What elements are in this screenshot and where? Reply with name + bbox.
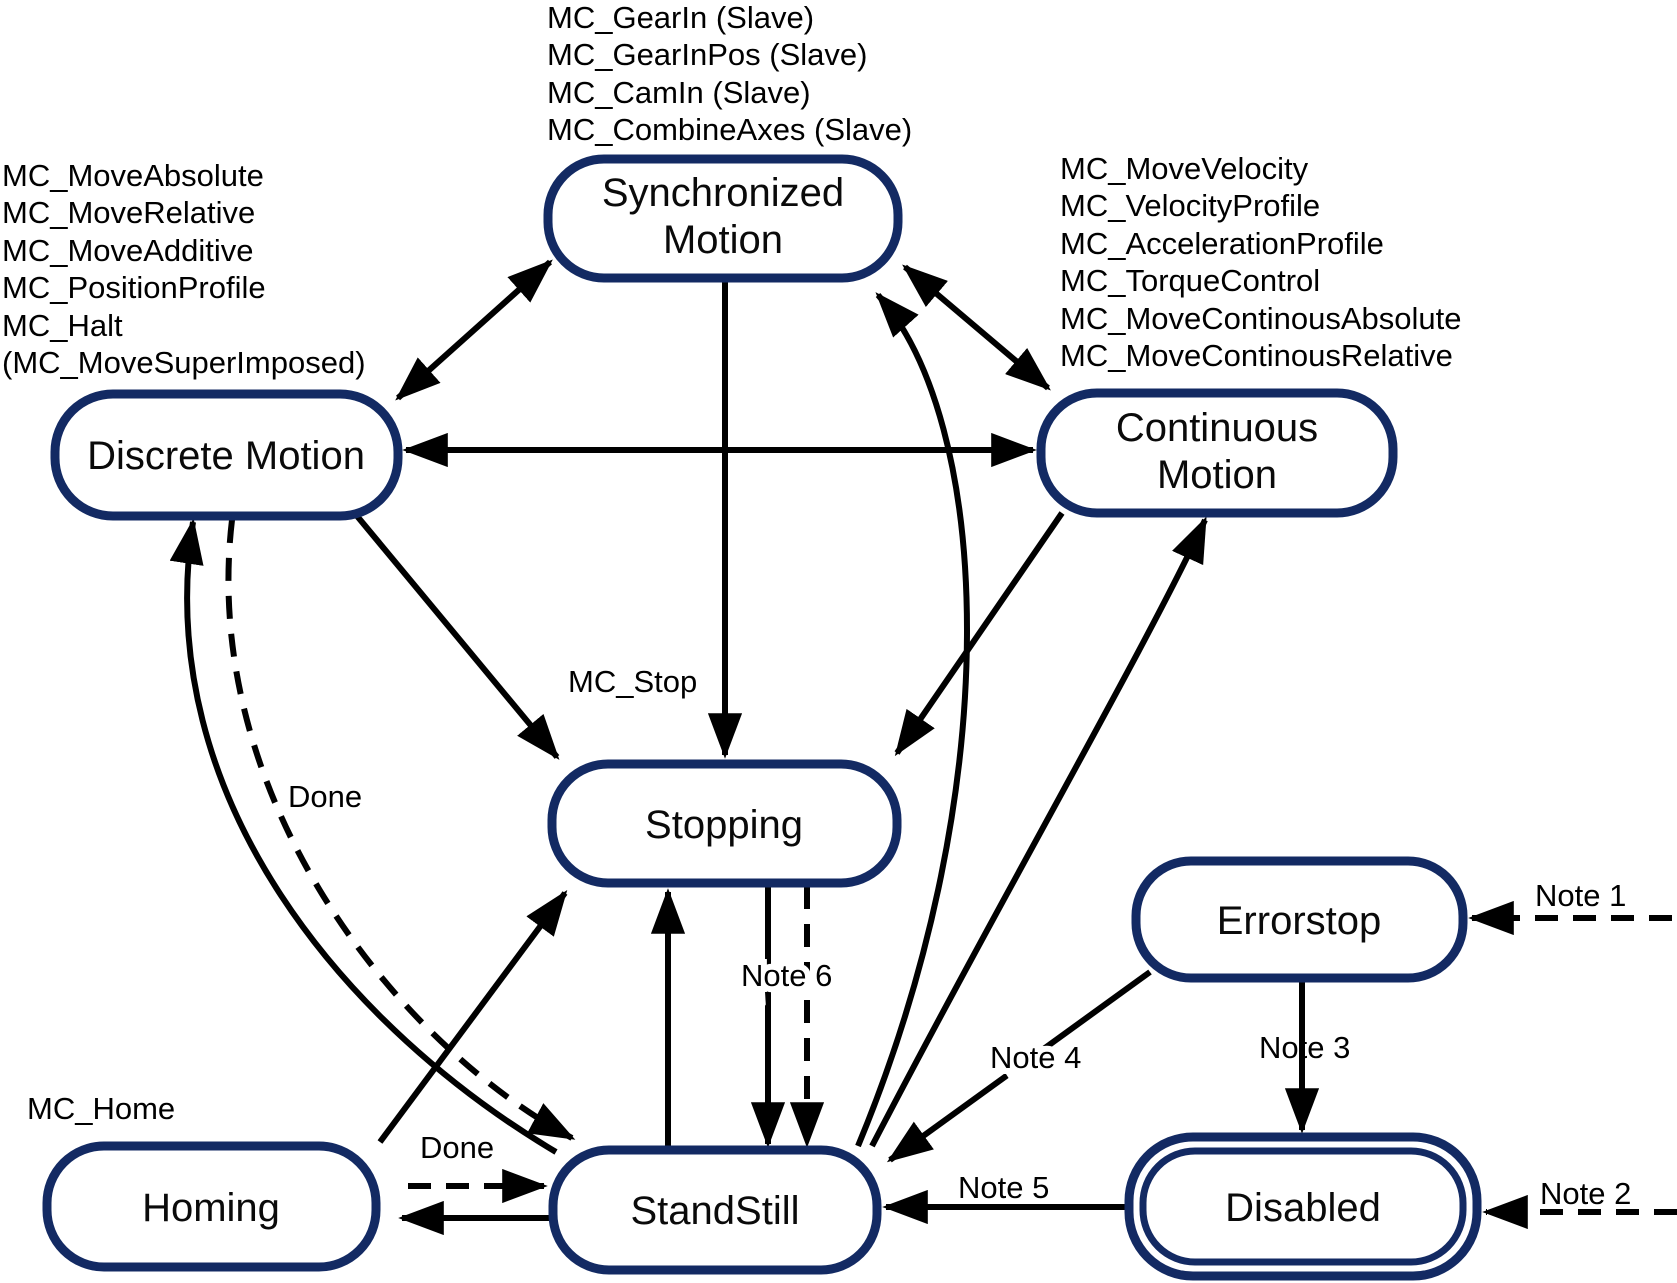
fn-disc-4: MC_Halt [2, 308, 123, 343]
fn-disc-5: (MC_MoveSuperImposed) [2, 345, 366, 380]
fn-disc-1: MC_MoveRelative [2, 195, 255, 230]
state-label-discrete: Discrete Motion [87, 434, 365, 478]
label-done-discrete: Done [288, 779, 362, 814]
state-standstill: StandStill [548, 1145, 882, 1275]
state-box-stopping [547, 759, 902, 888]
fn-sync-2: MC_CamIn (Slave) [547, 75, 811, 110]
state-homing: Homing [42, 1141, 381, 1272]
state-box-standstill [548, 1145, 882, 1275]
fn-cont-5: MC_MoveContinousRelative [1060, 338, 1453, 373]
fn-cont-0: MC_MoveVelocity [1060, 151, 1309, 186]
arrow-standstill-to-synchronized [855, 292, 970, 1148]
label-done-homing: Done [420, 1130, 494, 1165]
label-note-2: Note 2 [1540, 1176, 1631, 1211]
arrow-discrete-to-standstill-done [225, 519, 576, 1141]
state-label-continuous-line1: Continuous [1116, 406, 1318, 450]
state-box-errorstop [1131, 856, 1468, 983]
fn-cont-1: MC_VelocityProfile [1060, 188, 1320, 223]
fn-cont-3: MC_TorqueControl [1060, 263, 1320, 298]
fn-sync-3: MC_CombineAxes (Slave) [547, 112, 912, 147]
state-label-continuous-line2: Motion [1157, 453, 1277, 497]
state-box-discrete [50, 389, 403, 521]
state-box-homing [42, 1141, 381, 1272]
arrow-errorstop-to-standstill [886, 969, 1152, 1163]
transition-arrows [169, 259, 1677, 1236]
state-label-synchronized-line1: Synchronized [602, 171, 844, 215]
fn-disc-3: MC_PositionProfile [2, 270, 266, 305]
arrow-discrete-to-stopping [354, 514, 560, 760]
state-box-continuous [1036, 388, 1398, 518]
function-list-discrete: MC_MoveAbsolute MC_MoveRelative MC_MoveA… [2, 158, 366, 380]
state-label-homing: Homing [142, 1186, 280, 1230]
state-label-standstill: StandStill [631, 1189, 800, 1233]
state-stopping: Stopping [547, 759, 902, 888]
state-synchronized-motion: Synchronized Motion [543, 154, 903, 283]
arrow-discrete-synchronized-bidirectional [395, 259, 553, 401]
state-label-disabled: Disabled [1225, 1186, 1381, 1230]
label-mc-home: MC_Home [27, 1091, 175, 1126]
state-box-synchronized [543, 154, 903, 283]
fn-sync-0: MC_GearIn (Slave) [547, 0, 814, 35]
state-box-disabled-inner [1139, 1147, 1467, 1266]
arrow-homing-to-stopping [377, 889, 568, 1144]
arrow-standstill-to-discrete [169, 518, 558, 1155]
function-list-synchronized: MC_GearIn (Slave) MC_GearInPos (Slave) M… [547, 0, 912, 147]
label-mc-stop: MC_Stop [568, 664, 697, 699]
state-label-synchronized-line2: Motion [663, 218, 783, 262]
state-disabled: Disabled [1124, 1132, 1482, 1281]
label-note-3: Note 3 [1259, 1030, 1350, 1065]
fn-disc-0: MC_MoveAbsolute [2, 158, 264, 193]
state-label-stopping: Stopping [645, 803, 803, 847]
state-continuous-motion: Continuous Motion [1036, 388, 1398, 518]
fn-disc-2: MC_MoveAdditive [2, 233, 254, 268]
arrow-synchronized-continuous-bidirectional [902, 264, 1051, 391]
fn-cont-2: MC_AccelerationProfile [1060, 226, 1384, 261]
state-label-errorstop: Errorstop [1217, 899, 1382, 943]
fn-sync-1: MC_GearInPos (Slave) [547, 37, 867, 72]
arrow-continuous-to-stopping [894, 511, 1065, 757]
state-errorstop: Errorstop [1131, 856, 1468, 983]
function-list-continuous: MC_MoveVelocity MC_VelocityProfile MC_Ac… [1060, 151, 1462, 373]
label-note-4: Note 4 [990, 1040, 1081, 1075]
label-note-5: Note 5 [958, 1170, 1049, 1205]
label-note-1: Note 1 [1535, 878, 1626, 913]
state-discrete-motion: Discrete Motion [50, 389, 403, 521]
arrow-standstill-to-continuous [869, 516, 1208, 1148]
edge-labels: MC_Stop MC_Home Done Done Note 1 Note 2 … [27, 658, 1631, 1211]
fn-cont-4: MC_MoveContinousAbsolute [1060, 301, 1462, 336]
label-note-6: Note 6 [741, 958, 832, 993]
